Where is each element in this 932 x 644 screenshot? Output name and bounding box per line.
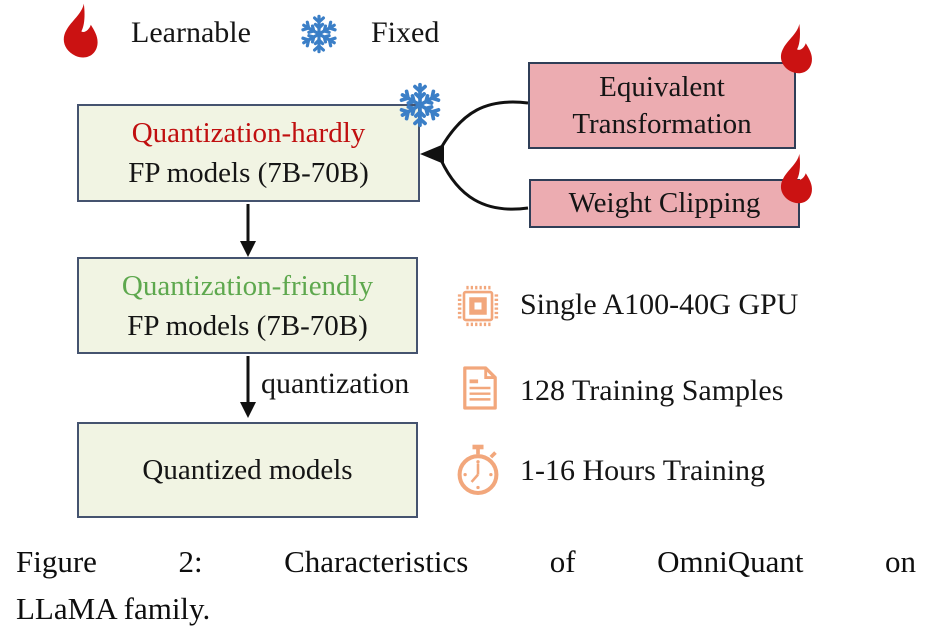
weight-clipping-label: Weight Clipping <box>568 187 761 219</box>
quantization-hardly-subtitle: FP models (7B-70B) <box>128 157 369 189</box>
equivalent-transformation-box: Equivalent Transformation <box>528 62 796 149</box>
quantized-models-label: Quantized models <box>142 454 353 486</box>
quantization-friendly-title: Quantization-friendly <box>121 269 374 302</box>
figure-caption: Figure 2: Characteristics of OmniQuant o… <box>16 538 916 632</box>
equivalent-transformation-line2: Transformation <box>572 107 752 140</box>
flame-icon <box>63 3 98 58</box>
flame-icon <box>780 23 812 74</box>
quantization-hardly-box: Quantization-hardly FP models (7B-70B) <box>77 104 420 202</box>
arrowhead-left <box>420 144 444 164</box>
weight-clipping-box: Weight Clipping <box>529 179 800 228</box>
snowflake-icon <box>397 82 443 128</box>
stopwatch-icon <box>457 444 499 496</box>
figure-caption-line1: Figure 2: Characteristics of OmniQuant o… <box>16 544 916 579</box>
resource-gpu-label: Single A100-40G GPU <box>520 288 799 321</box>
document-icon <box>463 366 497 410</box>
resource-samples-label: 128 Training Samples <box>520 374 784 407</box>
quantization-hardly-title: Quantization-hardly <box>131 117 366 149</box>
quantization-friendly-subtitle: FP models (7B-70B) <box>127 309 368 342</box>
quantization-arrow-label: quantization <box>261 367 410 400</box>
gpu-chip-icon <box>457 285 499 327</box>
resource-hours-label: 1-16 Hours Training <box>520 454 766 487</box>
arrowhead-down-2 <box>240 402 256 418</box>
equivalent-transformation-line1: Equivalent <box>599 70 725 103</box>
legend-fixed-label: Fixed <box>371 16 440 49</box>
quantization-friendly-box: Quantization-friendly FP models (7B-70B) <box>77 257 418 354</box>
arrowhead-down-1 <box>240 241 256 257</box>
snowflake-icon <box>299 14 339 54</box>
figure-caption-line2: LLaMA family. <box>16 591 211 626</box>
quantized-models-box: Quantized models <box>77 422 418 518</box>
legend-learnable-label: Learnable <box>131 16 251 49</box>
flame-icon <box>780 153 812 204</box>
